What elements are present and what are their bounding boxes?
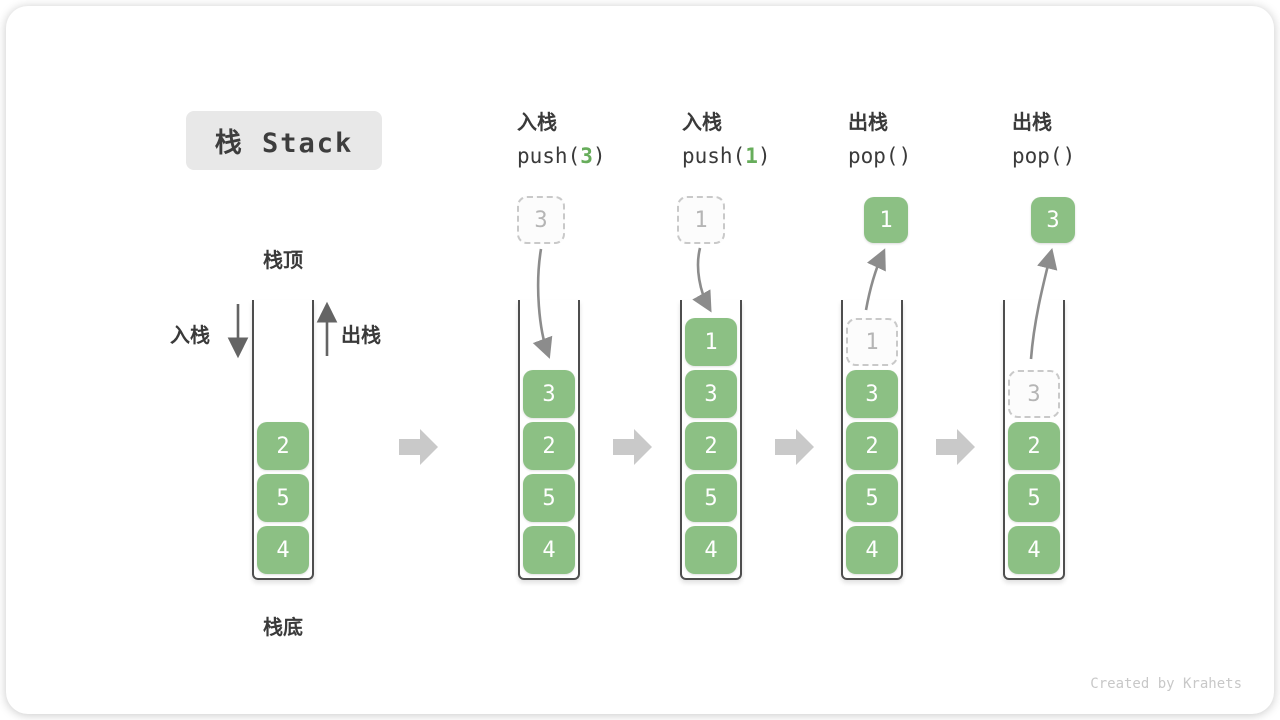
stack-cell: 3	[846, 370, 898, 418]
op-label: 入栈	[517, 110, 557, 134]
stack-cell: 4	[685, 526, 737, 574]
stack-cell: 5	[1008, 474, 1060, 522]
watermark: Created by Krahets	[1090, 676, 1242, 692]
stack-cell: 5	[846, 474, 898, 522]
stack-cell: 2	[846, 422, 898, 470]
stack-after-pop-1: 1 3 2 5 4	[841, 300, 903, 580]
stack-cell: 1	[685, 318, 737, 366]
op-label: 出栈	[1012, 110, 1052, 134]
stack-after-pop-3: 3 2 5 4	[1003, 300, 1065, 580]
op-code: push(1)	[682, 144, 771, 168]
stack-cell: 4	[257, 526, 309, 574]
pop-direction-label: 出栈	[341, 323, 381, 347]
stack-cell: 3	[523, 370, 575, 418]
stack-cell: 5	[523, 474, 575, 522]
popped-element-3: 3	[1031, 197, 1075, 243]
stack-initial: 2 5 4	[252, 300, 314, 580]
op-label: 入栈	[682, 110, 722, 134]
popped-element-1: 1	[864, 197, 908, 243]
stack-cell: 2	[685, 422, 737, 470]
stack-cell-ghost: 3	[1008, 370, 1060, 418]
stack-cell: 2	[257, 422, 309, 470]
op-header-push-1: 入栈 push(1)	[682, 106, 832, 168]
op-code-arg: 3	[580, 144, 593, 168]
stack-cell: 2	[1008, 422, 1060, 470]
stack-after-push-3: 3 2 5 4	[518, 300, 580, 580]
op-code-arg: 1	[745, 144, 758, 168]
op-code: pop()	[1012, 144, 1076, 168]
pushed-element-ghost-1: 1	[677, 196, 725, 244]
op-code: pop()	[848, 144, 912, 168]
stack-bottom-label: 栈底	[263, 615, 303, 639]
op-header-pop-1: 出栈 pop()	[848, 106, 998, 168]
op-header-push-3: 入栈 push(3)	[517, 106, 667, 168]
stack-cell: 4	[1008, 526, 1060, 574]
stack-cell: 2	[523, 422, 575, 470]
stack-cell: 5	[685, 474, 737, 522]
stack-after-push-1: 1 3 2 5 4	[680, 300, 742, 580]
stack-cell: 4	[846, 526, 898, 574]
op-header-pop-3: 出栈 pop()	[1012, 106, 1162, 168]
stack-cell: 4	[523, 526, 575, 574]
stack-cell: 3	[685, 370, 737, 418]
pushed-element-ghost-3: 3	[517, 196, 565, 244]
op-label: 出栈	[848, 110, 888, 134]
stack-top-label: 栈顶	[263, 248, 303, 272]
stack-cell: 5	[257, 474, 309, 522]
push-direction-label: 入栈	[170, 323, 210, 347]
diagram-title: 栈 Stack	[186, 111, 382, 170]
stack-cell-ghost: 1	[846, 318, 898, 366]
op-code: push(3)	[517, 144, 606, 168]
